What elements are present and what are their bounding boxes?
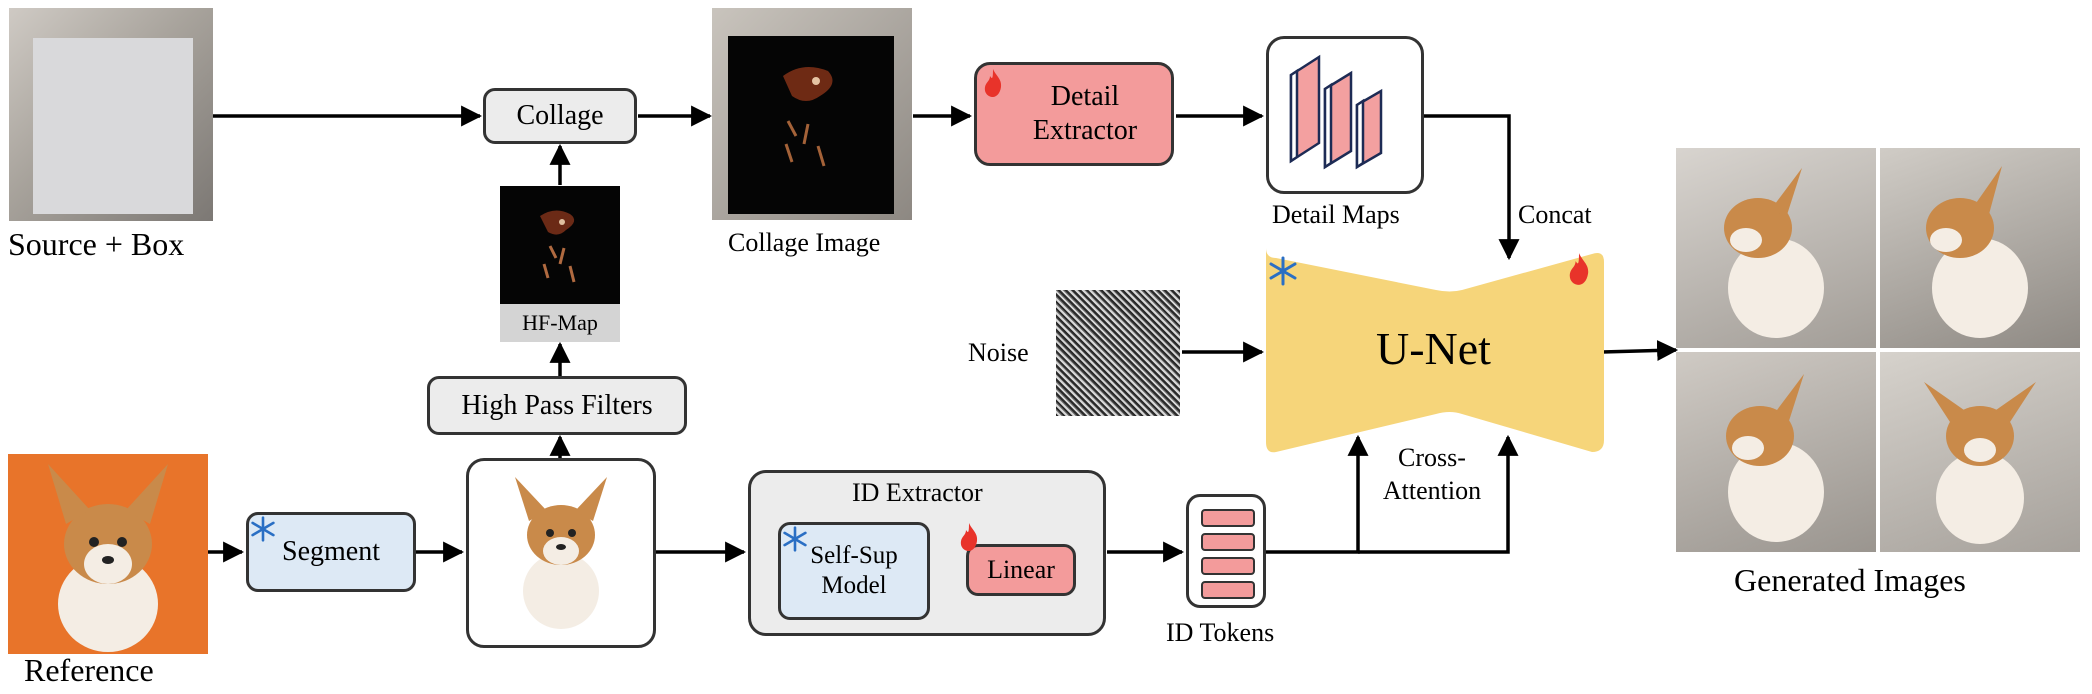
arrow-maps-to-unet [1424, 114, 1520, 261]
hf-map-caption: HF-Map [500, 304, 620, 342]
segmented-reference-box [466, 458, 656, 648]
source-image [9, 8, 213, 221]
segment-box: Segment [246, 512, 416, 592]
id-token [1201, 509, 1255, 527]
generated-image [1676, 148, 1876, 348]
generated-image [1676, 352, 1876, 552]
segmented-corgi-illustration [515, 477, 607, 629]
high-pass-filters-label: High Pass Filters [461, 389, 653, 421]
arrow-unet-to-generated [1601, 340, 1679, 362]
reference-image [8, 454, 208, 654]
id-tokens-box [1186, 494, 1266, 608]
high-pass-filters-box: High Pass Filters [427, 376, 687, 435]
cross-attention-label: Cross-Attention [1382, 443, 1482, 505]
collage-image [712, 8, 912, 220]
linear-box: Linear [966, 544, 1076, 596]
detail-extractor-box: Detail Extractor [974, 62, 1174, 166]
hf-map-label: HF-Map [522, 310, 598, 335]
id-token [1201, 581, 1255, 599]
detail-extractor-label: Detail Extractor [1032, 81, 1138, 146]
feature-map-stack-icon [1289, 54, 1383, 170]
segment-label: Segment [282, 536, 380, 568]
hf-map-image [500, 186, 620, 304]
reference-label: Reference [24, 652, 154, 688]
collage-label: Collage [516, 100, 604, 132]
linear-label: Linear [987, 555, 1055, 585]
generated-image [1880, 148, 2080, 348]
detail-maps-box [1266, 36, 1424, 194]
id-tokens-label: ID Tokens [1166, 618, 1275, 647]
noise-label: Noise [968, 338, 1029, 367]
self-sup-model-box: Self-Sup Model [778, 522, 930, 620]
self-sup-model-label: Self-Sup Model [810, 542, 898, 599]
id-token [1201, 533, 1255, 551]
id-token [1201, 557, 1255, 575]
collage-image-label: Collage Image [728, 228, 881, 257]
collage-box: Collage [483, 88, 637, 144]
detail-maps-label: Detail Maps [1272, 200, 1400, 229]
id-extractor-label: ID Extractor [852, 478, 983, 507]
generated-images-label: Generated Images [1734, 562, 1966, 598]
source-box-label: Source + Box [8, 226, 185, 262]
source-bounding-box [33, 38, 193, 214]
unet-label: U-Net [1376, 323, 1491, 374]
concat-label: Concat [1518, 200, 1592, 229]
generated-image [1880, 352, 2080, 552]
noise-image [1056, 290, 1180, 416]
corgi-reference-illustration [48, 464, 168, 652]
arrow-tokens-to-unet-right [1358, 434, 1519, 554]
